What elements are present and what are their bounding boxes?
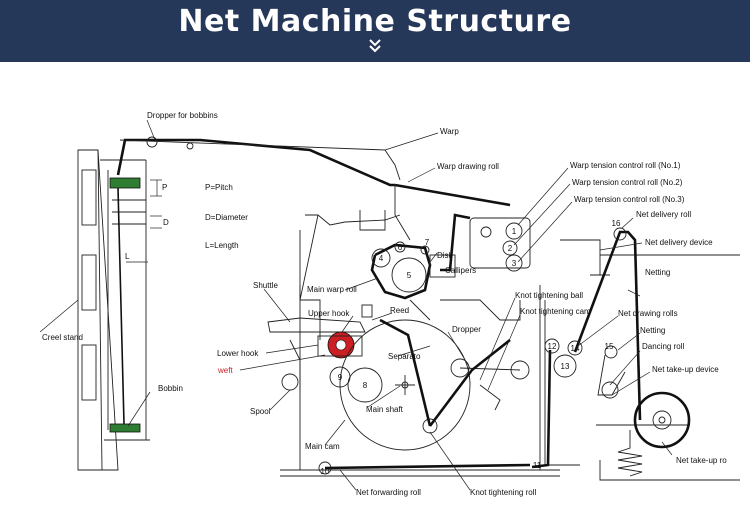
label-main-shaft: Main shaft	[366, 405, 404, 414]
roll-number-1: 1	[512, 227, 517, 236]
label-knot-tightening-ball: Knot tightening ball	[515, 291, 583, 300]
roll-number-6: 6	[398, 243, 403, 252]
label-dropper: Dropper	[452, 325, 481, 334]
machine-frame	[280, 210, 740, 481]
label-dropper-for-bobbins: Dropper for bobbins	[147, 111, 218, 120]
net-machine-diagram: P D L P=Pitch D=Diameter L=Length	[39, 111, 740, 497]
label-warp-tension-2: Warp tension control roll (No.2)	[572, 178, 683, 187]
label-net-delivery-roll: Net delivery roll	[636, 210, 691, 219]
shuttle-hook-group	[267, 304, 373, 391]
label-knot-tightening-roll: Knot tightening roll	[470, 488, 536, 497]
dimension-marks	[126, 179, 162, 263]
roll-number-12: 12	[548, 342, 557, 351]
creel-stand	[77, 149, 150, 471]
roll-number-14: 14	[571, 344, 580, 353]
warp-threads	[116, 136, 511, 207]
net-take-up-device	[617, 391, 691, 477]
roll-number-10: 10	[321, 467, 330, 476]
label-warp-drawing-roll: Warp drawing roll	[437, 162, 499, 171]
page-title: Net Machine Structure	[178, 4, 572, 39]
label-pitch: P=Pitch	[205, 183, 233, 192]
label-upper-hook: Upper hook	[308, 309, 350, 318]
header-banner: Net Machine Structure	[0, 0, 750, 62]
label-spool: Spool	[250, 407, 271, 416]
label-lower-hook: Lower hook	[217, 349, 259, 358]
label-shuttle: Shuttle	[253, 281, 278, 290]
label-callipers: Callipers	[445, 266, 476, 275]
label-main-cam: Main cam	[305, 442, 340, 451]
label-separato: Separato	[388, 352, 421, 361]
label-length: L=Length	[205, 241, 239, 250]
main-shaft-group	[318, 319, 530, 475]
label-dancing-roll: Dancing roll	[642, 342, 684, 351]
warp-tension-rolls	[469, 217, 531, 272]
chevron-down-icon-svg	[369, 39, 381, 53]
label-weft: weft	[217, 366, 233, 375]
net-belts	[324, 230, 642, 470]
label-main-warp-roll: Main warp roll	[307, 285, 357, 294]
label-d: D	[163, 218, 169, 227]
label-diameter: D=Diameter	[205, 213, 248, 222]
net-drawing-rolls	[544, 227, 627, 399]
label-l: L	[125, 252, 130, 261]
label-warp-tension-3: Warp tension control roll (No.3)	[574, 195, 685, 204]
label-net-take-up-device: Net take-up device	[652, 365, 719, 374]
label-warp: Warp	[440, 127, 459, 136]
roll-number-3: 3	[512, 259, 517, 268]
label-creel-stand: Creel stand	[42, 333, 83, 342]
roll-number-2: 2	[508, 244, 513, 253]
label-knot-tightening-cam: Knot tightening cam	[520, 307, 591, 316]
roll-number-13: 13	[561, 362, 570, 371]
label-p: P	[162, 183, 167, 192]
label-disk: Disk	[437, 251, 454, 260]
label-bobbin: Bobbin	[158, 384, 183, 393]
label-net-forwarding-roll: Net forwarding roll	[356, 488, 421, 497]
roll-number-9: 9	[338, 373, 343, 382]
roll-number-5: 5	[407, 271, 412, 280]
label-reed: Reed	[390, 306, 409, 315]
label-warp-tension-1: Warp tension control roll (No.1)	[570, 161, 681, 170]
roll-number-15: 15	[605, 342, 614, 351]
bobbin-shapes	[109, 177, 146, 433]
label-net-delivery-device: Net delivery device	[645, 238, 713, 247]
label-netting-1: Netting	[645, 268, 670, 277]
chevron-down-icon	[0, 38, 750, 55]
label-net-take-up-roll: Net take-up ro	[676, 456, 727, 465]
roll-number-4: 4	[379, 254, 384, 263]
roll-number-8: 8	[363, 381, 368, 390]
roll-number-7: 7	[425, 238, 430, 247]
label-net-drawing-rolls: Net drawing rolls	[618, 309, 678, 318]
label-netting-2: Netting	[640, 326, 665, 335]
leader-lines	[39, 119, 673, 491]
roll-number-16: 16	[612, 219, 621, 228]
